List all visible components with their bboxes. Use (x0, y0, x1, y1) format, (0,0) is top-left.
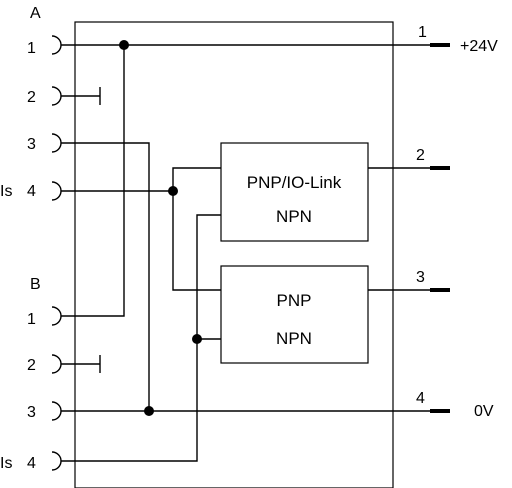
output-2-number: 2 (416, 147, 425, 164)
housing-outline (74, 21, 394, 488)
pin-a2-number: 2 (27, 89, 36, 106)
pin-b4-prefix: Is (0, 455, 12, 472)
wire-a3-to-0v (75, 142, 150, 411)
pin-a1-number: 1 (27, 40, 36, 57)
jack-b2-symbol (51, 354, 101, 374)
upper-block-line1: PNP/IO-Link (247, 173, 342, 192)
output-1-label: +24V (460, 38, 498, 55)
upper-output-block (220, 142, 369, 242)
jack-a2-symbol (51, 86, 101, 106)
pin-b4-number: 4 (27, 455, 36, 472)
pin-b1-number: 1 (27, 311, 36, 328)
pin-a3-number: 3 (27, 136, 36, 153)
junction-dot-24v (119, 40, 129, 50)
pin-a4-number: 4 (27, 183, 36, 200)
junction-dot-0v (144, 406, 154, 416)
output-1-number: 1 (418, 24, 427, 41)
jack-b1-symbol (51, 306, 75, 326)
jack-a3-symbol (51, 133, 75, 153)
wire-a4-to-blocks (75, 167, 221, 291)
upper-block-line2: NPN (276, 207, 312, 226)
pin-b2-number: 2 (27, 357, 36, 374)
jack-b3-symbol (51, 401, 75, 421)
junction-dot-b4 (192, 334, 202, 344)
pin-a4-prefix: Is (0, 183, 12, 200)
output-4-label: 0V (474, 403, 494, 420)
wire-a1-to-b1 (75, 45, 125, 317)
group-b-label: B (30, 276, 41, 293)
pin-b3-number: 3 (27, 404, 36, 421)
lower-block-line1: PNP (277, 291, 312, 310)
jack-a1-symbol (51, 35, 75, 55)
output-4-number: 4 (416, 390, 425, 407)
output-3-number: 3 (416, 269, 425, 286)
junction-dot-a4 (168, 186, 178, 196)
jack-b4-symbol (51, 451, 75, 471)
lower-output-block (220, 265, 369, 364)
group-a-label: A (30, 5, 41, 22)
jack-a4-symbol (51, 181, 75, 201)
lower-block-line2: NPN (276, 329, 312, 348)
